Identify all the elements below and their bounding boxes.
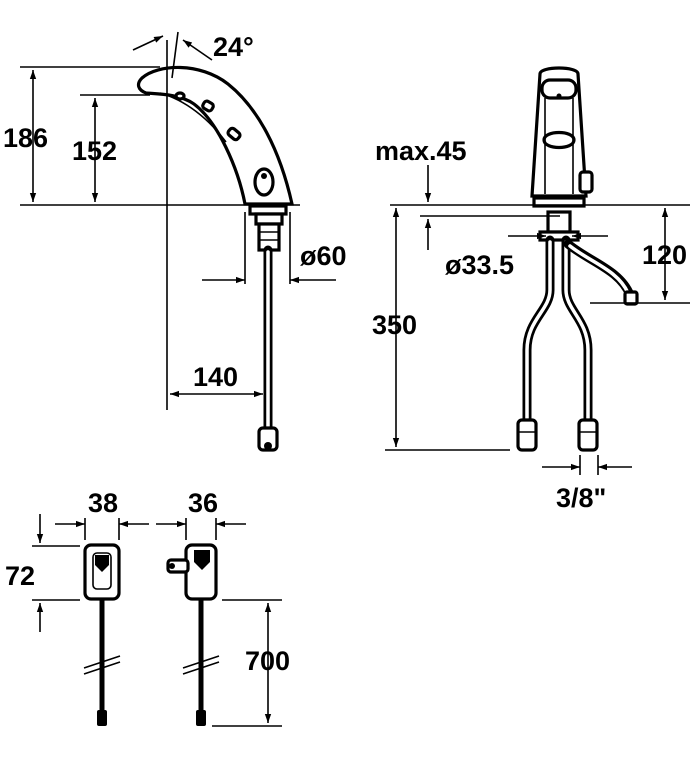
cable-break-b [182,655,220,669]
label-cable-length: 700 [245,646,290,676]
angle-arrow-right [182,39,213,61]
cable-plug-a [97,710,107,726]
angle-ref-line [171,31,179,79]
sensor-window-2 [226,126,242,142]
label-box-width-a: 38 [88,488,118,518]
control-knob-dot [261,173,267,179]
label-total-height: 186 [3,123,48,153]
aerator [174,91,186,101]
label-spout-height: 152 [72,136,117,166]
control-box-views: 38 36 72 700 [5,488,290,727]
control-box-front-mark [95,555,109,572]
label-tail-depth: 120 [642,240,687,270]
side-view: 186 152 24° ø60 140 [3,31,347,452]
sensor-window-1 [201,99,215,113]
front-lens [542,130,576,150]
faucet-body-side [136,65,294,206]
front-view: max.45 ø33.5 120 350 3/8" [372,66,690,513]
shank-front [546,210,572,234]
control-box-front-panel [92,552,112,590]
control-box-side-mark [194,550,210,570]
angle-arrow-left [132,35,164,51]
base-collar-front [532,196,586,208]
label-reach: 140 [193,362,238,392]
outlet-end [623,290,639,306]
label-box-width-b: 36 [188,488,218,518]
label-max-deck: max.45 [375,136,467,166]
label-base-diameter: ø60 [300,241,347,271]
label-angle: 24° [213,32,254,62]
label-hose-length: 350 [372,310,417,340]
cable-break-a [83,655,121,669]
cable-plug-b [196,710,206,726]
hose-fitting-left [516,418,538,452]
control-knob [253,167,275,197]
label-connection-thread: 3/8" [556,483,606,513]
control-knob-front [578,170,594,194]
hose-fitting-right [577,418,599,452]
label-hole-diameter: ø33.5 [445,250,514,280]
control-box-side-connector [166,558,190,574]
label-box-height: 72 [5,561,35,591]
